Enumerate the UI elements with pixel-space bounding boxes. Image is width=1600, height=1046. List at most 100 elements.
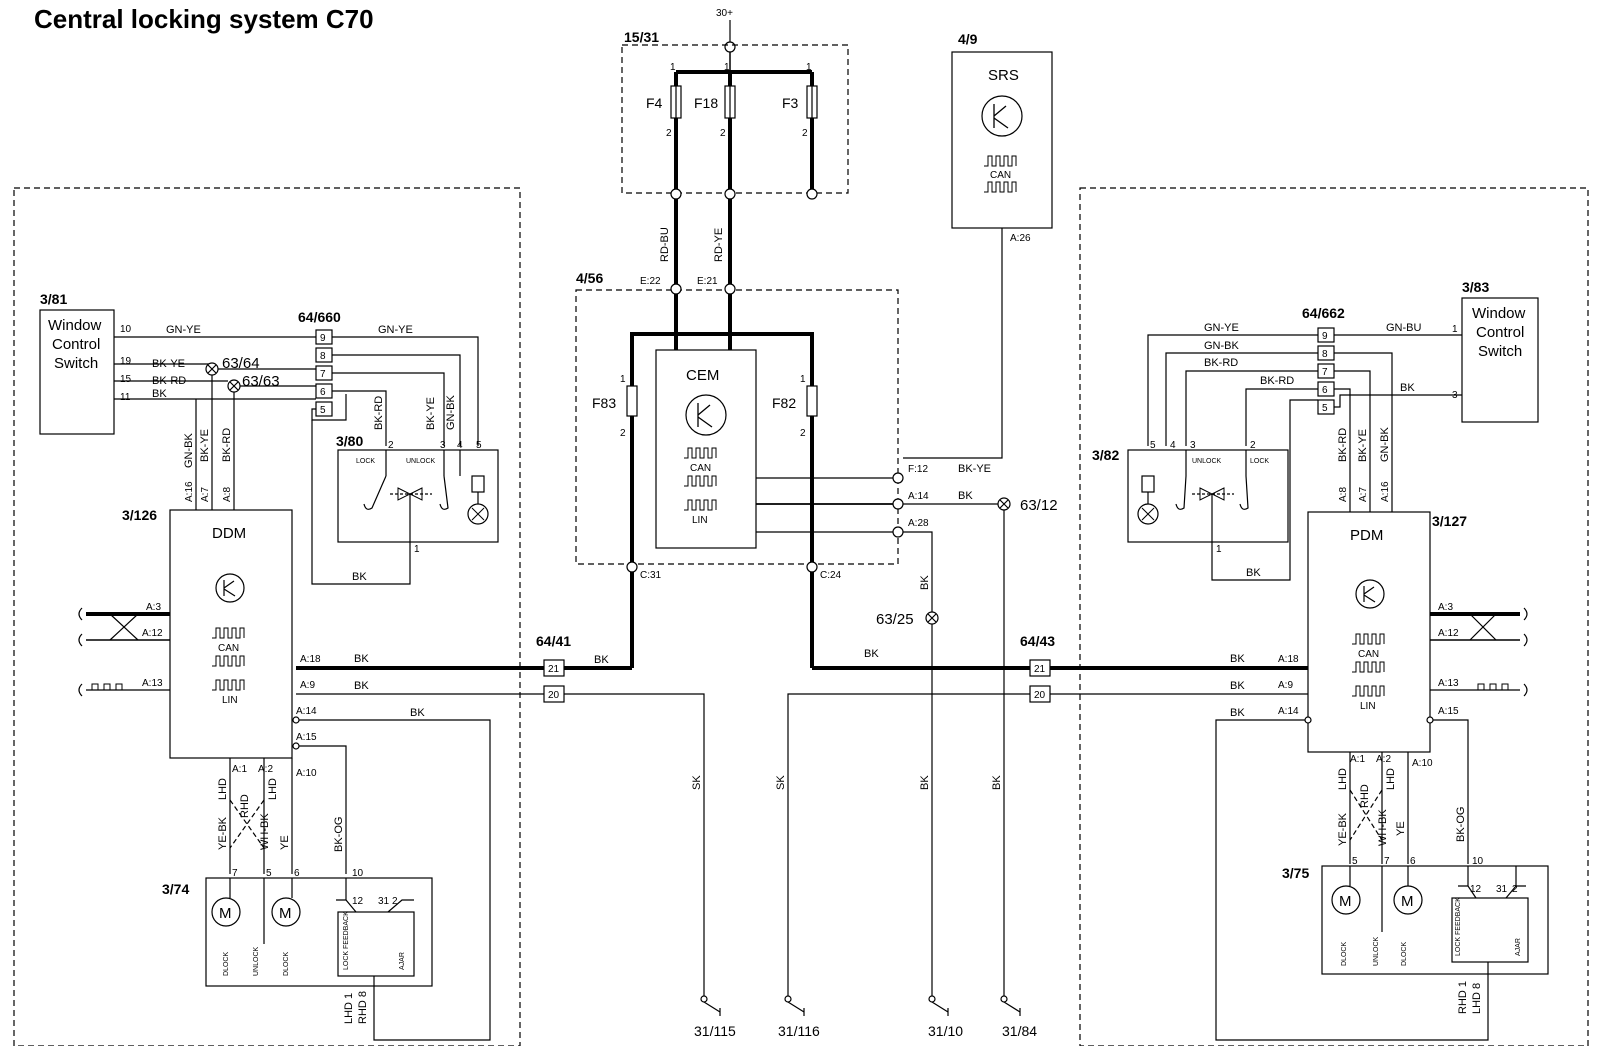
- svg-text:E:22: E:22: [640, 276, 661, 287]
- connector-64-41: 64/41 21 20: [536, 633, 571, 703]
- svg-text:A:28: A:28: [908, 518, 929, 529]
- svg-text:2: 2: [720, 128, 726, 139]
- svg-text:GN-BU: GN-BU: [1386, 322, 1422, 334]
- svg-text:E:21: E:21: [697, 276, 718, 287]
- svg-text:BK-RD: BK-RD: [1204, 357, 1238, 369]
- connector-64-43: 64/43 21 20: [1020, 633, 1055, 703]
- cem-a28-wiring: BK 63/25 BK: [876, 531, 939, 996]
- svg-text:20: 20: [1034, 690, 1046, 701]
- svg-text:RD-BU: RD-BU: [659, 227, 671, 262]
- svg-text:BK-YE: BK-YE: [425, 397, 437, 430]
- svg-text:3/83: 3/83: [1462, 279, 1489, 295]
- svg-text:F82: F82: [772, 395, 796, 411]
- svg-text:6: 6: [1322, 385, 1328, 396]
- svg-text:19: 19: [120, 356, 132, 367]
- svg-text:10: 10: [1472, 856, 1484, 867]
- svg-text:2: 2: [1512, 884, 1518, 895]
- svg-text:CAN: CAN: [990, 170, 1011, 181]
- svg-text:M: M: [1401, 893, 1414, 910]
- svg-text:1: 1: [620, 374, 626, 385]
- svg-text:LHD: LHD: [267, 778, 279, 800]
- svg-text:5: 5: [266, 868, 272, 879]
- svg-text:LIN: LIN: [222, 695, 238, 706]
- fuse-f4-label: F4: [646, 95, 663, 111]
- cem-transistor-icon: [685, 394, 727, 436]
- ddm-module: 3/126 DDM CAN LIN A:3 A:12 A:13 A:18 A:9…: [78, 507, 491, 1041]
- svg-text:11: 11: [120, 392, 131, 403]
- svg-text:4: 4: [1170, 440, 1176, 451]
- svg-text:GN-YE: GN-YE: [1204, 322, 1239, 334]
- svg-text:RHD 8: RHD 8: [357, 991, 369, 1024]
- svg-text:1: 1: [806, 62, 812, 73]
- svg-text:31/115: 31/115: [694, 1023, 736, 1039]
- svg-text:64/662: 64/662: [1302, 305, 1345, 321]
- pdm-transistor-icon: [1355, 579, 1385, 609]
- svg-text:12: 12: [1470, 884, 1482, 895]
- svg-text:BK-RD: BK-RD: [221, 428, 233, 462]
- svg-text:Switch: Switch: [1478, 343, 1522, 360]
- srs-module: 4/9 SRS CAN A:26: [903, 31, 1053, 459]
- svg-text:31: 31: [378, 896, 390, 907]
- svg-text:LHD 1: LHD 1: [343, 993, 355, 1024]
- svg-text:A:18: A:18: [300, 654, 321, 665]
- svg-text:DDM: DDM: [212, 525, 246, 542]
- cem-name: CEM: [686, 367, 719, 384]
- window-switch-right: 3/83 Window Control Switch 1 3: [1452, 279, 1539, 423]
- svg-text:LHD: LHD: [217, 778, 229, 800]
- svg-text:YE: YE: [279, 835, 291, 850]
- svg-text:A:15: A:15: [1438, 706, 1459, 717]
- svg-text:20: 20: [548, 690, 560, 701]
- svg-text:Control: Control: [1476, 324, 1524, 341]
- svg-text:2: 2: [800, 428, 806, 439]
- svg-text:BK-YE: BK-YE: [199, 429, 211, 462]
- svg-text:5: 5: [320, 405, 326, 416]
- svg-text:21: 21: [1034, 664, 1046, 675]
- svg-text:BK: BK: [1230, 680, 1245, 692]
- svg-text:RD-YE: RD-YE: [713, 228, 725, 262]
- svg-text:LOCK FEEDBACK: LOCK FEEDBACK: [343, 911, 350, 970]
- srs-name: SRS: [988, 67, 1019, 84]
- ground-31-116: 31/116: [778, 995, 820, 1039]
- svg-text:AJAR: AJAR: [1515, 938, 1522, 956]
- svg-text:LIN: LIN: [1360, 701, 1376, 712]
- svg-text:GN-YE: GN-YE: [166, 324, 201, 336]
- svg-text:SK: SK: [691, 775, 703, 790]
- connector-64-660: 64/660 9 8 7 6 5: [298, 309, 341, 417]
- svg-text:A:26: A:26: [1010, 233, 1031, 244]
- svg-text:LOCK: LOCK: [356, 458, 375, 465]
- svg-text:7: 7: [232, 868, 238, 879]
- svg-text:7: 7: [1384, 856, 1390, 867]
- svg-text:DLOCK: DLOCK: [1401, 942, 1408, 966]
- svg-text:BK: BK: [864, 648, 879, 660]
- svg-text:GN-YE: GN-YE: [378, 324, 413, 336]
- a9-wiring: BK SK BK SK: [296, 680, 1308, 996]
- svg-text:2: 2: [802, 128, 808, 139]
- svg-text:GN-BK: GN-BK: [1204, 340, 1240, 352]
- svg-text:A:12: A:12: [1438, 628, 1459, 639]
- svg-text:DLOCK: DLOCK: [283, 952, 290, 976]
- cem-code: 4/56: [576, 270, 603, 286]
- svg-text:BK-YE: BK-YE: [1357, 429, 1369, 462]
- svg-text:A:14: A:14: [296, 706, 317, 717]
- svg-text:LIN: LIN: [692, 515, 708, 526]
- svg-text:7: 7: [320, 369, 326, 380]
- svg-text:A:14: A:14: [908, 491, 929, 502]
- svg-text:9: 9: [1322, 331, 1328, 342]
- left-switch-wiring: GN-YE BK-YE 63/64 BK-RD 63/63 BK GN-BK B…: [114, 324, 479, 510]
- fuse-box-15-31: 15/31 F4 F18 F3 1 1 1 2 2 2: [621, 29, 849, 200]
- svg-text:10: 10: [352, 868, 364, 879]
- svg-text:3/75: 3/75: [1282, 865, 1309, 881]
- svg-text:CAN: CAN: [218, 643, 239, 654]
- svg-text:8: 8: [320, 351, 326, 362]
- svg-text:1: 1: [724, 62, 730, 73]
- svg-text:PDM: PDM: [1350, 527, 1383, 544]
- svg-text:GN-BK: GN-BK: [445, 395, 457, 431]
- svg-text:3/127: 3/127: [1432, 513, 1467, 529]
- fuse-f83: [626, 385, 638, 417]
- svg-text:A:8: A:8: [222, 487, 233, 502]
- svg-text:BK-RD: BK-RD: [152, 375, 186, 387]
- left-door-boundary: [13, 187, 521, 1046]
- fuse-f82: [806, 385, 818, 417]
- svg-text:A:10: A:10: [1412, 758, 1433, 769]
